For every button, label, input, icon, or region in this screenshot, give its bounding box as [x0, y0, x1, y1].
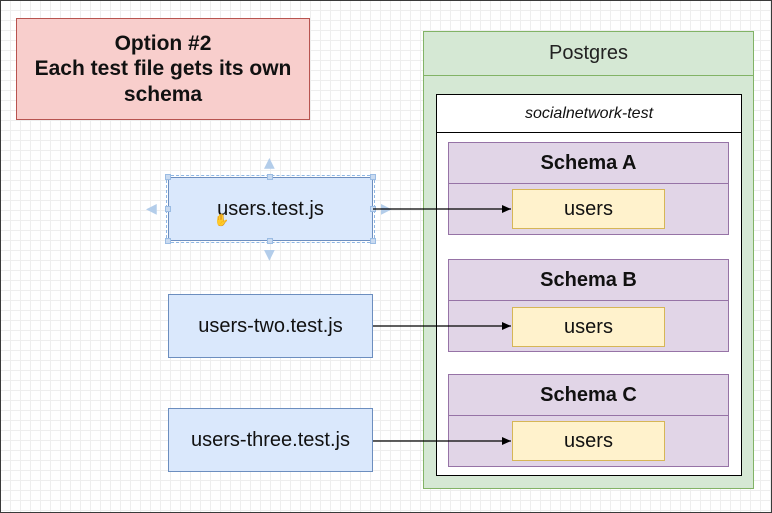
users-table-c-label: users [564, 429, 613, 452]
schema-a-label: Schema A [449, 143, 728, 184]
users-table-b[interactable]: users [512, 307, 665, 347]
hover-arrow-left-icon[interactable]: ◀ [146, 201, 157, 217]
hover-arrow-down-icon[interactable]: ▼ [264, 247, 275, 263]
title-line-1: Option #2 [114, 32, 212, 56]
file-users-test[interactable]: users.test.js [166, 175, 375, 243]
schema-b[interactable]: Schema B [448, 259, 729, 352]
users-table-a[interactable]: users [512, 189, 665, 229]
title-box[interactable]: Option #2 Each test file gets its own sc… [16, 18, 310, 120]
hover-arrow-right-icon[interactable]: ▶ [381, 201, 392, 217]
resize-handle-e[interactable] [370, 206, 376, 212]
users-table-b-label: users [564, 315, 613, 338]
file-users-three-test-label: users-three.test.js [191, 428, 350, 451]
database-label: socialnetwork-test [437, 95, 741, 133]
resize-handle-w[interactable] [165, 206, 171, 212]
users-table-c[interactable]: users [512, 421, 665, 461]
resize-handle-s[interactable] [267, 238, 273, 244]
title-line-3: schema [123, 82, 203, 106]
resize-handle-ne[interactable] [370, 174, 376, 180]
schema-b-label: Schema B [449, 260, 728, 301]
postgres-label: Postgres [424, 32, 753, 76]
title-line-2: Each test file gets its own [34, 57, 292, 81]
file-users-two-test[interactable]: users-two.test.js [168, 294, 373, 358]
file-users-test-label: users.test.js [217, 197, 324, 220]
schema-c-label: Schema C [449, 375, 728, 416]
hover-arrow-up-icon[interactable]: ▲ [264, 155, 275, 171]
users-table-a-label: users [564, 197, 613, 220]
resize-handle-n[interactable] [267, 174, 273, 180]
resize-handle-sw[interactable] [165, 238, 171, 244]
hand-cursor-icon: ✋ [214, 213, 229, 227]
resize-handle-nw[interactable] [165, 174, 171, 180]
resize-handle-se[interactable] [370, 238, 376, 244]
file-users-three-test[interactable]: users-three.test.js [168, 408, 373, 472]
file-users-two-test-label: users-two.test.js [198, 314, 343, 337]
